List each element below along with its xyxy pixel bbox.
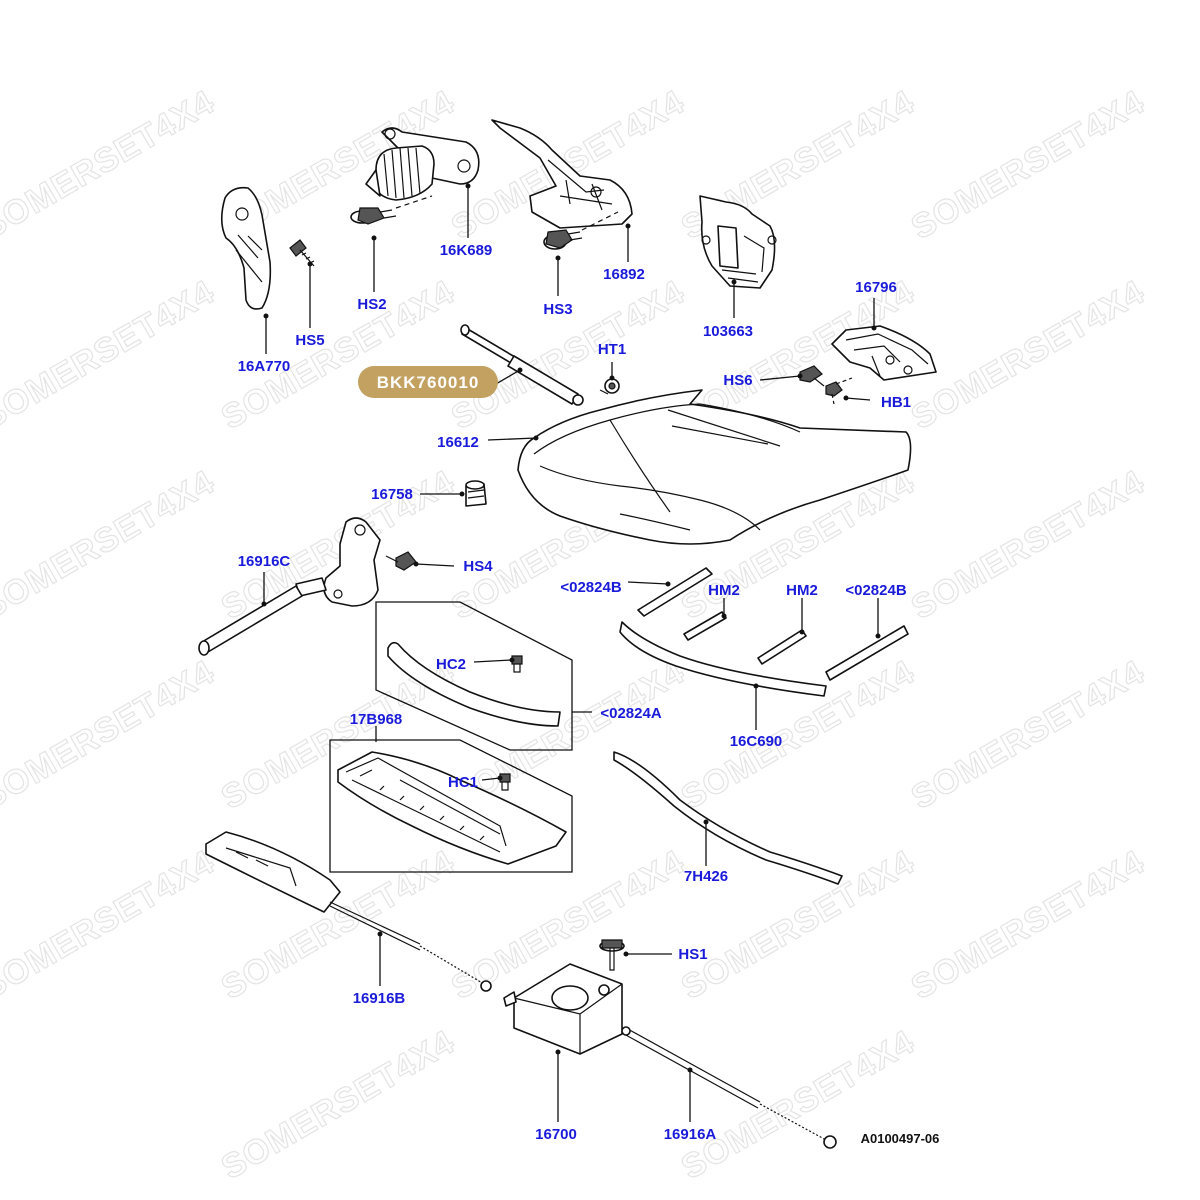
watermark: SOMERSET4X4 (905, 843, 1151, 1007)
label-16700[interactable]: 16700 (535, 1126, 577, 1143)
hs3-bolt-part[interactable] (543, 211, 619, 250)
latch-striker-part[interactable] (365, 127, 480, 201)
seal-strip-right-part[interactable] (825, 625, 909, 681)
label-hs4[interactable]: HS4 (463, 558, 493, 575)
label-16916C[interactable]: 16916C (238, 553, 291, 570)
label-7H426[interactable]: 7H426 (684, 868, 728, 885)
watermark: SOMERSET4X4 (905, 653, 1151, 817)
buffer-part[interactable] (465, 480, 487, 507)
long-seal-part[interactable] (619, 621, 827, 697)
label-hs5[interactable]: HS5 (295, 332, 324, 349)
label-ht1[interactable]: HT1 (598, 341, 626, 358)
label-hm2-right[interactable]: HM2 (786, 582, 818, 599)
cowl-panel-part[interactable] (337, 751, 567, 865)
label-16916B[interactable]: 16916B (353, 990, 406, 1007)
seal-strip-left-part[interactable] (637, 567, 713, 617)
release-cable-b-part[interactable] (205, 831, 492, 992)
part-labels: 16A770 HS5 HS2 16K689 HS3 16892 103663 1… (238, 242, 940, 1146)
label-hm2-left[interactable]: HM2 (708, 582, 740, 599)
label-02824A[interactable]: <02824A (600, 705, 661, 722)
label-16892[interactable]: 16892 (603, 266, 645, 283)
seal-kit-box (375, 601, 573, 751)
watermark: SOMERSET4X4 (0, 273, 221, 437)
label-hs6[interactable]: HS6 (723, 372, 752, 389)
front-seal-part[interactable] (387, 641, 561, 727)
hs4-bolt-part[interactable] (385, 551, 417, 571)
cowl-panel-box (329, 739, 573, 873)
label-17B968[interactable]: 17B968 (350, 711, 403, 728)
watermark: SOMERSET4X4 (0, 83, 221, 247)
highlight-label: BKK760010 (377, 373, 480, 392)
label-hs2[interactable]: HS2 (357, 296, 386, 313)
hs6-bolt-part[interactable] (799, 365, 825, 387)
leader-dots (261, 183, 881, 1073)
release-handle-part[interactable] (220, 186, 272, 310)
watermark: SOMERSET4X4 (0, 463, 221, 627)
watermark: SOMERSET4X4 (215, 1023, 461, 1187)
label-103663[interactable]: 103663 (703, 323, 753, 340)
diagram-reference: A0100497-06 (861, 1131, 940, 1146)
hood-panel-part[interactable] (517, 389, 912, 545)
watermark: SOMERSET4X4 (0, 653, 221, 817)
label-16916A[interactable]: 16916A (664, 1126, 717, 1143)
release-cable-lever-part[interactable] (198, 517, 381, 656)
watermark: SOMERSET4X4 (905, 83, 1151, 247)
hs1-bolt-part[interactable] (599, 939, 625, 971)
label-16796[interactable]: 16796 (855, 279, 897, 296)
label-hc1[interactable]: HC1 (448, 774, 478, 791)
gas-strut-part[interactable] (460, 324, 584, 406)
hood-hinge-bracket-part[interactable] (831, 325, 937, 381)
hinge-part[interactable] (491, 119, 633, 229)
hm2-seal-left-part[interactable] (683, 611, 727, 641)
watermark: SOMERSET4X4 (675, 1023, 921, 1187)
label-16C690[interactable]: 16C690 (730, 733, 783, 750)
hm2-seal-right-part[interactable] (757, 629, 807, 665)
label-16A770[interactable]: 16A770 (238, 358, 291, 375)
label-02824B-right[interactable]: <02824B (845, 582, 906, 599)
label-hs3[interactable]: HS3 (543, 301, 572, 318)
label-hs1[interactable]: HS1 (678, 946, 707, 963)
highlight-badge[interactable]: BKK760010 (358, 366, 498, 398)
watermark: SOMERSET4X4 (905, 273, 1151, 437)
label-hb1[interactable]: HB1 (881, 394, 911, 411)
watermark: SOMERSET4X4 (905, 463, 1151, 627)
hs5-screw-part[interactable] (289, 239, 315, 267)
hs2-bolt-part[interactable] (350, 195, 433, 225)
label-16758[interactable]: 16758 (371, 486, 413, 503)
label-02824B-left[interactable]: <02824B (560, 579, 621, 596)
watermark: SOMERSET4X4 (675, 653, 921, 817)
label-hc2[interactable]: HC2 (436, 656, 466, 673)
bracket-part[interactable] (699, 195, 777, 289)
ht1-fastener-part[interactable] (599, 378, 620, 395)
label-16612[interactable]: 16612 (437, 434, 479, 451)
watermark: SOMERSET4X4 (0, 843, 221, 1007)
hood-latch-part[interactable] (503, 963, 623, 1055)
rear-seal-part[interactable] (613, 751, 843, 885)
leader-lines (263, 186, 879, 1122)
hb1-bolt-part[interactable] (825, 377, 853, 405)
label-16K689[interactable]: 16K689 (440, 242, 493, 259)
